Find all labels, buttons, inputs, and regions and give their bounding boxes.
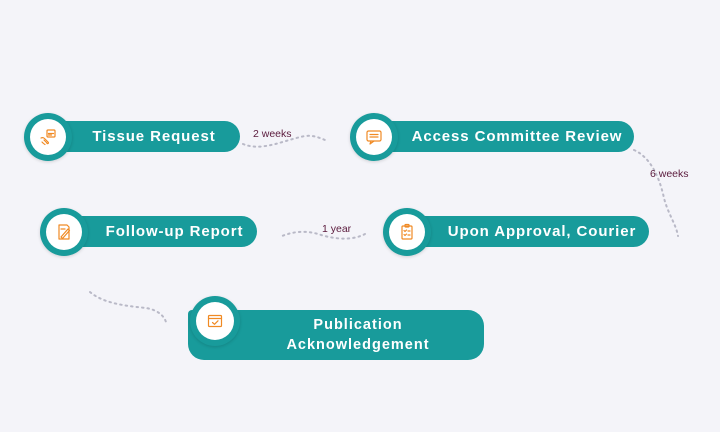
step-access-committee-review: Access Committee Review [350, 113, 634, 161]
handshake-document-icon [40, 129, 56, 146]
step-icon-badge [40, 208, 88, 256]
step-label: Access Committee Review [380, 121, 634, 152]
duration-label: 1 year [322, 223, 352, 235]
duration-label: 6 weeks [650, 168, 689, 180]
connector-review-to-approval [633, 149, 679, 237]
step-label: Tissue Request [54, 121, 240, 152]
step-icon-badge [383, 208, 431, 256]
connector-followup-to-publication [89, 291, 167, 323]
step-follow-up-report: Follow-up Report [40, 208, 257, 256]
clipboard-checklist-icon [401, 223, 413, 240]
step-icon-badge [350, 113, 398, 161]
step-label: Follow-up Report [70, 216, 257, 247]
step-label: Upon Approval, Courier [413, 216, 649, 247]
speech-bubble-icon [366, 130, 382, 145]
calendar-check-icon [207, 314, 223, 328]
duration-label: 2 weeks [253, 128, 292, 140]
connector-tissue-to-review [242, 134, 326, 148]
step-label-line-2: Acknowledgement [286, 337, 430, 353]
step-icon-badge [24, 113, 72, 161]
document-pen-icon [58, 224, 71, 240]
step-icon-badge [190, 296, 240, 346]
step-label-line-1: Publication [313, 317, 403, 333]
step-tissue-request: Tissue Request [24, 113, 240, 161]
step-upon-approval-courier: Upon Approval, Courier [383, 208, 649, 256]
step-publication-acknowledgement: Publication Acknowledgement [188, 296, 484, 360]
